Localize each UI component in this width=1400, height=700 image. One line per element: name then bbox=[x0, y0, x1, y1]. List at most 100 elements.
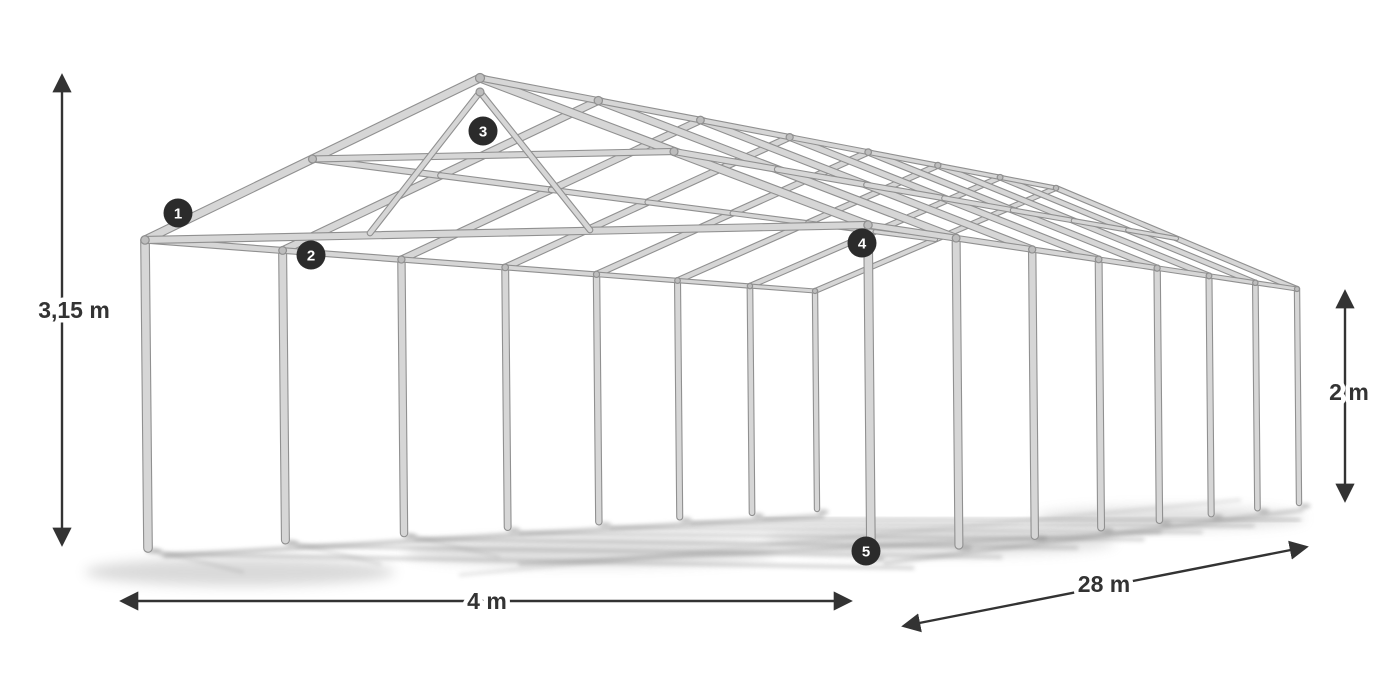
badge-1-circle bbox=[163, 198, 193, 228]
connector-joint bbox=[669, 146, 679, 157]
length-label: 28 m bbox=[1078, 571, 1130, 597]
purlin bbox=[548, 187, 650, 205]
badge-4-circle bbox=[847, 228, 877, 258]
tent-frame bbox=[140, 72, 1303, 561]
badge-5-circle bbox=[851, 536, 881, 566]
post-base-shadow bbox=[1299, 503, 1311, 509]
width-label: 4 m bbox=[467, 588, 507, 614]
connector-joint bbox=[397, 255, 406, 264]
gable-brace bbox=[477, 89, 593, 233]
post-base-shadow bbox=[817, 509, 829, 515]
ground-shadow bbox=[85, 498, 1343, 586]
connector-joint bbox=[1252, 279, 1259, 287]
dimension-total-height: 3,15 m bbox=[34, 73, 114, 547]
connector-joint bbox=[1205, 272, 1213, 280]
connector-joint bbox=[996, 173, 1004, 181]
purlin bbox=[1126, 228, 1178, 240]
dimension-length: 28 m bbox=[901, 540, 1309, 633]
post-base-shadow bbox=[752, 513, 764, 519]
connector-joint bbox=[674, 277, 681, 284]
connector-joint bbox=[746, 282, 754, 290]
purlin bbox=[503, 265, 599, 277]
wall-post bbox=[1154, 265, 1163, 523]
wall-post bbox=[1253, 280, 1260, 511]
purlin bbox=[645, 200, 735, 216]
dimension-annotations: 3,15 m 2 m 4 m 28 m bbox=[34, 73, 1373, 633]
connector-joint bbox=[811, 287, 819, 295]
wall-post bbox=[593, 271, 602, 525]
shadow-line bbox=[295, 544, 1003, 559]
wall-post bbox=[747, 283, 755, 516]
purlin bbox=[730, 211, 810, 225]
wall-post bbox=[141, 236, 152, 552]
shadow-line bbox=[150, 548, 245, 574]
shadow-line bbox=[518, 531, 1145, 542]
side-height-label: 2 m bbox=[1329, 379, 1369, 405]
badge-3-number: 3 bbox=[479, 124, 487, 141]
wall-post bbox=[1029, 246, 1038, 539]
eave-tie-beam bbox=[142, 222, 871, 243]
purlin bbox=[865, 222, 959, 241]
callout-badge-3: 3 bbox=[468, 116, 498, 146]
purlin bbox=[1096, 257, 1159, 271]
purlin bbox=[864, 182, 947, 201]
post-base-shadow bbox=[1257, 508, 1270, 514]
connector-joint bbox=[140, 235, 150, 245]
wall-post bbox=[1294, 286, 1302, 506]
purlin bbox=[596, 98, 703, 123]
connector-joint bbox=[474, 72, 486, 84]
purlin bbox=[438, 173, 554, 193]
purlin bbox=[942, 196, 1015, 213]
purlin bbox=[1207, 274, 1257, 285]
badge-2-number: 2 bbox=[307, 248, 315, 265]
shadow-line bbox=[690, 521, 1255, 528]
purlin bbox=[698, 118, 792, 140]
connector-joint bbox=[1028, 245, 1037, 254]
purlin bbox=[774, 167, 869, 188]
connector-joint bbox=[592, 270, 601, 279]
wall-post bbox=[279, 247, 289, 544]
wall-post bbox=[864, 221, 875, 560]
wall-post bbox=[952, 234, 963, 549]
purlin bbox=[953, 235, 1035, 252]
connector-joint bbox=[1052, 184, 1060, 192]
dimension-width: 4 m bbox=[119, 584, 853, 619]
callout-badge-2: 2 bbox=[296, 240, 326, 270]
wall-post bbox=[502, 264, 511, 530]
shadow-line bbox=[158, 552, 915, 570]
connector-joint bbox=[501, 263, 510, 272]
purlin bbox=[477, 75, 601, 104]
collar-beam bbox=[310, 149, 677, 162]
callout-badge-4: 4 bbox=[847, 228, 877, 258]
shadow-line bbox=[288, 540, 382, 566]
dimension-side-height: 2 m bbox=[1325, 289, 1373, 503]
purlin bbox=[787, 135, 871, 155]
badge-5-number: 5 bbox=[862, 544, 870, 561]
connector-joint bbox=[593, 95, 604, 106]
purlin bbox=[1010, 208, 1076, 223]
wall-post bbox=[1095, 256, 1104, 531]
connector-joint bbox=[278, 246, 288, 255]
callout-badges: 1 2 3 4 5 bbox=[163, 116, 881, 566]
purlin bbox=[671, 149, 780, 172]
purlin bbox=[936, 163, 1002, 179]
purlin bbox=[1155, 266, 1211, 278]
connector-joint bbox=[863, 220, 873, 230]
gable-brace bbox=[367, 89, 483, 236]
connector-joint bbox=[696, 115, 705, 125]
purlin bbox=[675, 278, 752, 288]
connector-joint bbox=[951, 233, 961, 243]
badge-3-circle bbox=[468, 116, 498, 146]
shadow-line bbox=[406, 533, 501, 559]
connector-joint bbox=[934, 161, 942, 170]
purlin bbox=[594, 272, 680, 283]
connector-joint bbox=[1293, 285, 1301, 293]
connector-joint bbox=[1094, 255, 1103, 264]
purlin bbox=[998, 175, 1058, 190]
purlin bbox=[1030, 247, 1101, 262]
connector-joint bbox=[864, 148, 873, 157]
wall-post bbox=[675, 278, 683, 520]
connector-joint bbox=[785, 133, 794, 142]
